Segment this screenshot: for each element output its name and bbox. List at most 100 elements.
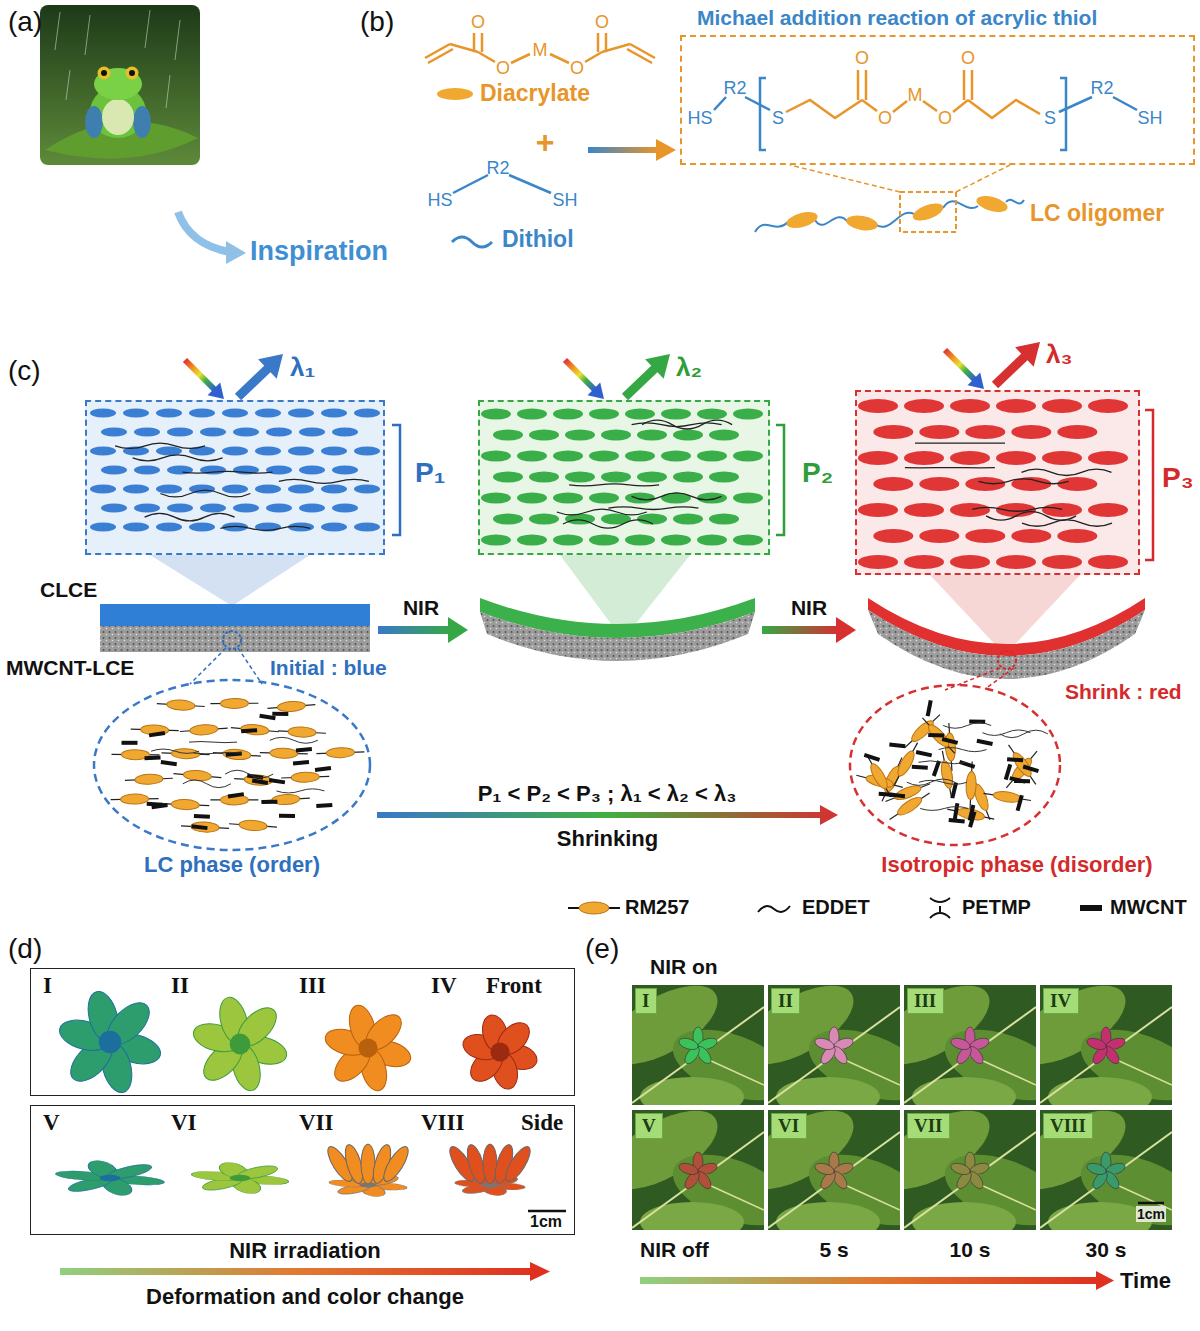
petal <box>677 1161 699 1177</box>
mesogen <box>661 535 691 546</box>
label-text: Deformation and color change <box>146 1284 464 1309</box>
arrow-shaft <box>185 360 215 390</box>
network-chain <box>920 807 968 811</box>
mesogen <box>332 504 358 513</box>
frame-label: VII <box>907 1113 950 1139</box>
arrow-shaft <box>565 360 595 390</box>
mwcnt <box>161 760 177 766</box>
mesogen <box>529 430 559 441</box>
mesogen <box>90 447 116 456</box>
flower-actuator <box>188 1161 291 1194</box>
node-text: Front <box>486 973 542 999</box>
zoom-line <box>985 668 1014 689</box>
leaf-photo <box>1040 985 1172 1105</box>
mwcnt <box>942 737 958 745</box>
mesogen-core <box>239 819 268 831</box>
mesogen-core <box>288 726 316 737</box>
mesogen <box>904 555 944 569</box>
mesogen <box>321 485 347 494</box>
node-text: Isotropic phase (disorder) <box>881 852 1152 877</box>
mesogen <box>996 555 1036 569</box>
mesogen <box>1011 425 1051 439</box>
mesogen-core <box>277 700 306 712</box>
network-chain <box>943 723 991 729</box>
mesogen <box>996 399 1036 413</box>
mesogen-core <box>244 774 273 786</box>
photo-frame <box>40 5 200 165</box>
mesogen <box>481 493 511 504</box>
mesogen <box>233 428 259 437</box>
time-arrow <box>640 1277 1098 1284</box>
mwcnt <box>151 803 167 809</box>
mesogen <box>1088 399 1128 413</box>
leaf-photo <box>632 985 764 1105</box>
mesogen <box>1004 742 1040 787</box>
leaf-vein <box>1040 1007 1172 1103</box>
leaf <box>776 1202 880 1230</box>
legend-text: PETMP <box>962 896 1031 919</box>
mwcnt <box>272 712 288 716</box>
mesogen-core <box>1010 750 1034 779</box>
petal <box>677 1036 699 1052</box>
mesogen <box>481 409 511 420</box>
mesogen <box>919 477 959 491</box>
label-text: 30 s <box>1086 1238 1127 1262</box>
label-text: λ₃ <box>1046 340 1072 370</box>
mesogen <box>965 761 977 809</box>
mesogen-core <box>993 790 1022 804</box>
node-text: VIII <box>421 1110 464 1136</box>
frog-head <box>94 68 142 100</box>
curled-petal <box>379 1143 412 1184</box>
mesogen-tail <box>922 718 954 754</box>
label-text: O <box>496 58 510 79</box>
mesogen <box>601 472 631 483</box>
mwcnt <box>269 778 285 784</box>
mesogen <box>733 493 763 504</box>
dashed-box: Michael addition reaction of acrylic thi… <box>680 35 1195 165</box>
mesogen <box>661 409 691 420</box>
label-text: (c) <box>8 355 41 387</box>
mesogen-core <box>925 722 951 749</box>
zoom-circle <box>223 631 241 649</box>
mesogen <box>1011 529 1051 543</box>
mesogen <box>255 447 281 456</box>
mwcnt <box>949 818 965 824</box>
arrow-head <box>208 383 225 400</box>
leaf <box>640 1202 744 1230</box>
label-text: Initial : blue <box>270 656 387 680</box>
node-text: I <box>43 973 52 999</box>
mesogen <box>673 472 703 483</box>
leaf-vein <box>632 1007 764 1103</box>
mesogen <box>673 430 703 441</box>
panel-box: IIIIIIIVFront <box>30 968 575 1096</box>
network-chain <box>270 737 318 743</box>
leaf <box>776 1077 880 1105</box>
shrink-arrow <box>377 805 838 825</box>
label-text: NIR <box>403 596 439 620</box>
mwcnt <box>241 728 257 733</box>
mesogen <box>266 428 292 437</box>
mesogen <box>481 535 511 546</box>
mwcnt <box>864 753 880 762</box>
leaf-vein <box>768 1007 900 1103</box>
flower-actuator <box>56 988 164 1096</box>
leaf-vein <box>1040 1132 1172 1228</box>
mesogen <box>210 698 258 708</box>
label-text: Time <box>1120 1268 1171 1293</box>
mesogen-core <box>868 762 891 791</box>
mwcnt <box>149 731 165 737</box>
mesogen-core <box>965 771 976 799</box>
node-text: VII <box>299 1110 334 1136</box>
mesogen <box>1057 529 1097 543</box>
actuator <box>677 1027 718 1066</box>
mesogen-core <box>240 724 269 736</box>
mesogen <box>354 485 380 494</box>
mesogen <box>919 529 959 543</box>
node-text: P₂ <box>802 457 833 489</box>
mesogen <box>1057 425 1097 439</box>
mesogen <box>354 409 380 418</box>
mesogen <box>321 523 347 532</box>
mesogen <box>1057 477 1097 491</box>
petal <box>949 1161 971 1177</box>
flower-center <box>358 1038 377 1057</box>
